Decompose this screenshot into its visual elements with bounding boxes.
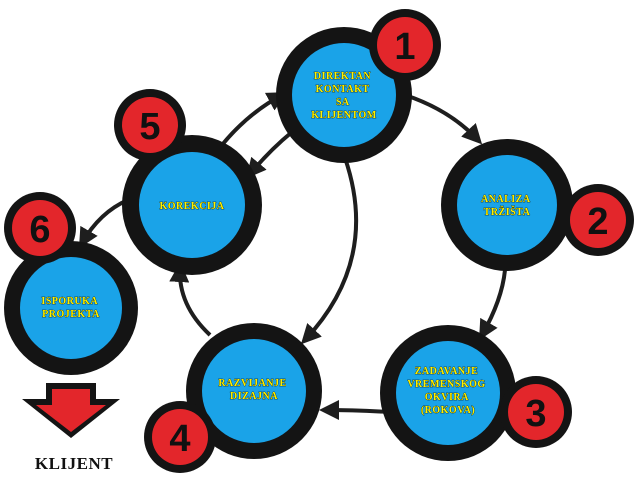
client-label: KLIJENT xyxy=(35,454,113,473)
node-label-line: KLIJENTOM xyxy=(311,110,376,121)
node-label-line: DIZAJNA xyxy=(230,391,278,402)
badge-core xyxy=(508,384,564,440)
step-badge-2: 2 xyxy=(562,184,634,256)
arrow-1-to-4 xyxy=(300,157,359,345)
node-label-line: RAZVIJANJE xyxy=(218,378,286,389)
node-core xyxy=(20,257,122,359)
node-core xyxy=(139,152,245,258)
step-badge-4: 4 xyxy=(144,401,216,473)
node-label: RAZVIJANJE DIZAJNA xyxy=(218,378,289,402)
down-arrow-icon xyxy=(22,383,120,438)
badge-core xyxy=(152,409,208,465)
node-core xyxy=(292,43,396,147)
arrow-3-to-4 xyxy=(319,400,391,421)
arrow-5-to-1 xyxy=(216,92,288,152)
node-label-line: SA xyxy=(336,97,350,108)
node-label-line: ISPORUKA xyxy=(41,296,98,307)
step-node-6: ISPORUKA PROJEKTA xyxy=(4,241,138,375)
step-badge-5: 5 xyxy=(114,89,186,161)
step-node-4: RAZVIJANJE DIZAJNA xyxy=(186,323,322,459)
badge-core xyxy=(570,192,626,248)
arrow-2-to-3 xyxy=(479,269,507,341)
node-core xyxy=(396,341,500,445)
badge-core xyxy=(122,97,178,153)
node-label: ISPORUKA PROJEKTA xyxy=(41,296,100,320)
step-node-3: ZADAVANJE VREMENSKOG OKVIRA (ROKOVA) xyxy=(380,325,516,461)
node-label-line: KONTAKT xyxy=(316,84,370,95)
node-label-line: KOREKCIJA xyxy=(159,201,224,212)
step-number: 4 xyxy=(169,418,190,460)
step-number: 3 xyxy=(525,393,546,435)
badge-core xyxy=(12,200,68,256)
node-label-line: VREMENSKOG xyxy=(407,379,485,390)
node-label-line: (ROKOVA) xyxy=(421,405,475,416)
node-core xyxy=(202,339,306,443)
arrow-1-to-2 xyxy=(404,93,483,145)
step-number: 5 xyxy=(139,106,160,148)
badge-core xyxy=(377,17,433,73)
node-label-line: OKVIRA xyxy=(425,392,469,403)
node-label: ZADAVANJE VREMENSKOG OKVIRA (ROKOVA) xyxy=(407,366,488,416)
node-label-line: DIREKTAN xyxy=(314,71,371,82)
arrow-1-to-5 xyxy=(246,130,294,179)
step-badge-6: 6 xyxy=(4,192,76,264)
node-label-line: ZADAVANJE xyxy=(415,366,479,377)
node-core xyxy=(457,155,557,255)
node-label-line: TRŽIŠTA xyxy=(484,205,531,218)
node-label-line: PROJEKTA xyxy=(42,309,100,320)
step-badge-1: 1 xyxy=(369,9,441,81)
node-label: KOREKCIJA xyxy=(159,201,224,212)
step-number: 2 xyxy=(587,201,608,243)
step-badge-3: 3 xyxy=(500,376,572,448)
step-node-5: KOREKCIJA xyxy=(122,135,262,275)
node-label: DIREKTAN KONTAKT SA KLIJENTOM xyxy=(311,71,376,121)
arrow-4-to-5 xyxy=(169,262,212,337)
step-number: 6 xyxy=(29,209,50,251)
node-label-line: ANALIZA xyxy=(481,194,531,205)
step-number: 1 xyxy=(394,26,415,68)
node-label: ANALIZA TRŽIŠTA xyxy=(481,194,533,218)
step-node-2: ANALIZA TRŽIŠTA xyxy=(441,139,573,271)
arrow-5-to-6 xyxy=(78,198,129,249)
